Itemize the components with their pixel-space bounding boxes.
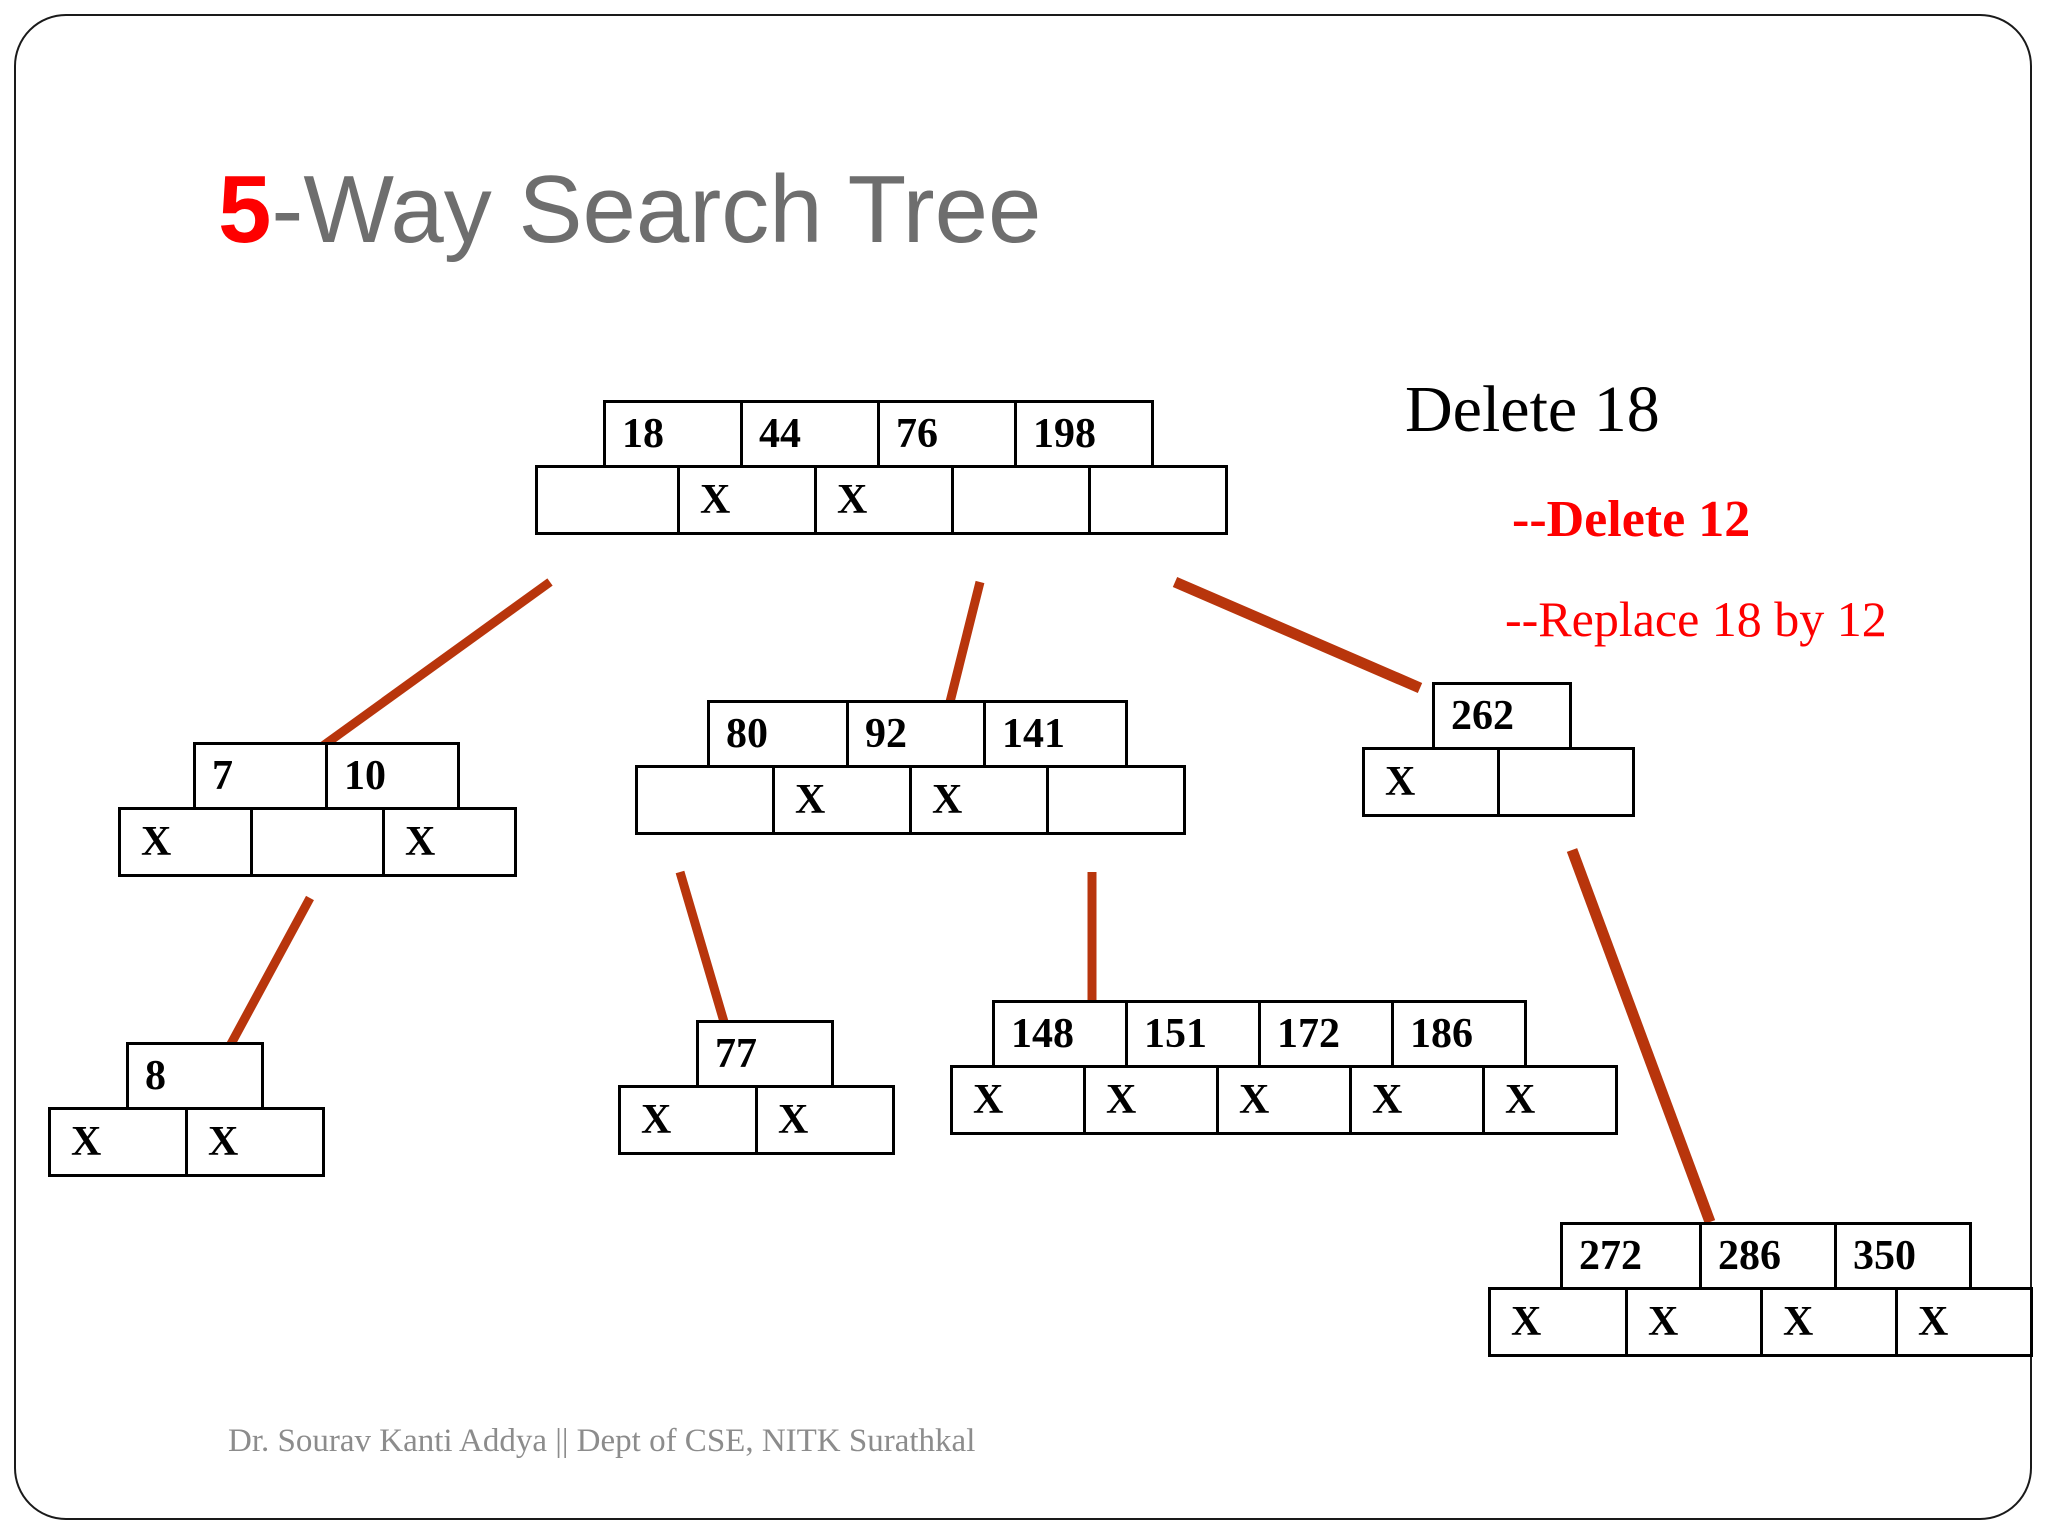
pointer-cell[interactable]: X <box>950 1065 1086 1135</box>
node-keys-row: 272 286 350 <box>1560 1222 2033 1290</box>
pointer-cell[interactable]: X <box>772 765 912 835</box>
annotation-step-replace: --Replace 18 by 12 <box>1505 591 1887 647</box>
footer-attribution: Dr. Sourav Kanti Addya || Dept of CSE, N… <box>228 1423 976 1459</box>
pointer-cell[interactable]: X <box>1488 1287 1628 1357</box>
tree-node-80-92-141[interactable]: 80 92 141 X X <box>635 700 1186 835</box>
pointer-cell[interactable] <box>951 465 1091 535</box>
pointer-cell[interactable]: X <box>1083 1065 1219 1135</box>
node-pointers-row: X X <box>118 807 517 877</box>
pointer-cell[interactable]: X <box>814 465 954 535</box>
pointer-cell[interactable] <box>1497 747 1635 817</box>
pointer-cell[interactable]: X <box>1216 1065 1352 1135</box>
node-pointers-row: X X <box>535 465 1228 535</box>
key-cell[interactable]: 262 <box>1432 682 1572 750</box>
key-cell[interactable]: 350 <box>1834 1222 1972 1290</box>
pointer-cell[interactable] <box>1046 765 1186 835</box>
key-cell[interactable]: 77 <box>696 1020 834 1088</box>
pointer-cell[interactable]: X <box>1625 1287 1763 1357</box>
node-pointers-row: X X <box>48 1107 325 1177</box>
pointer-cell[interactable] <box>535 465 680 535</box>
node-pointers-row: X X X X <box>1488 1287 2033 1357</box>
tree-node-148-151-172-186[interactable]: 148 151 172 186 X X X X X <box>950 1000 1618 1135</box>
title-accent-digit: 5 <box>218 156 272 263</box>
node-keys-row: 18 44 76 198 <box>603 400 1228 468</box>
key-cell[interactable]: 141 <box>983 700 1128 768</box>
tree-node-7-10[interactable]: 7 10 X X <box>118 742 517 877</box>
key-cell[interactable]: 7 <box>193 742 328 810</box>
pointer-cell[interactable]: X <box>755 1085 895 1155</box>
key-cell[interactable]: 148 <box>992 1000 1128 1068</box>
node-pointers-row: X X <box>618 1085 895 1155</box>
key-cell[interactable]: 172 <box>1258 1000 1394 1068</box>
tree-node-77[interactable]: 77 X X <box>618 1020 895 1155</box>
pointer-cell[interactable]: X <box>1482 1065 1618 1135</box>
node-keys-row: 7 10 <box>193 742 517 810</box>
tree-node-272-286-350[interactable]: 272 286 350 X X X X <box>1488 1222 2033 1357</box>
node-keys-row: 80 92 141 <box>707 700 1186 768</box>
pointer-cell[interactable]: X <box>1362 747 1500 817</box>
tree-node-root[interactable]: 18 44 76 198 X X <box>535 400 1228 535</box>
edge-root-to-80-92-141 <box>945 580 985 704</box>
node-keys-row: 8 <box>126 1042 325 1110</box>
pointer-cell[interactable] <box>1088 465 1228 535</box>
key-cell[interactable]: 80 <box>707 700 849 768</box>
pointer-cell[interactable]: X <box>1895 1287 2033 1357</box>
pointer-cell[interactable]: X <box>185 1107 325 1177</box>
pointer-cell[interactable]: X <box>48 1107 188 1177</box>
key-cell[interactable]: 151 <box>1125 1000 1261 1068</box>
key-cell[interactable]: 10 <box>325 742 460 810</box>
key-cell[interactable]: 18 <box>603 400 743 468</box>
edge-80-92-141-to-77 <box>675 870 732 1034</box>
annotation-step-delete-12: --Delete 12 <box>1512 491 1751 548</box>
key-cell[interactable]: 92 <box>846 700 986 768</box>
edge-root-to-262 <box>1172 576 1423 694</box>
pointer-cell[interactable]: X <box>618 1085 758 1155</box>
edge-root-to-7-10 <box>317 578 553 752</box>
annotation-delete-heading: Delete 18 <box>1405 373 1660 446</box>
pointer-cell[interactable]: X <box>1760 1287 1898 1357</box>
title-text: -Way Search Tree <box>271 156 1042 263</box>
key-cell[interactable]: 286 <box>1699 1222 1837 1290</box>
key-cell[interactable]: 8 <box>126 1042 264 1110</box>
pointer-cell[interactable]: X <box>909 765 1049 835</box>
key-cell[interactable]: 44 <box>740 400 880 468</box>
tree-node-262[interactable]: 262 X <box>1362 682 1635 817</box>
node-pointers-row: X <box>1362 747 1635 817</box>
pointer-cell[interactable]: X <box>1349 1065 1485 1135</box>
pointer-cell[interactable] <box>250 807 385 877</box>
key-cell[interactable]: 272 <box>1560 1222 1702 1290</box>
key-cell[interactable]: 76 <box>877 400 1017 468</box>
key-cell[interactable]: 186 <box>1391 1000 1527 1068</box>
node-pointers-row: X X <box>635 765 1186 835</box>
pointer-cell[interactable]: X <box>382 807 517 877</box>
node-keys-row: 148 151 172 186 <box>992 1000 1618 1068</box>
node-pointers-row: X X X X X <box>950 1065 1618 1135</box>
pointer-cell[interactable] <box>635 765 775 835</box>
edge-7-10-to-8 <box>221 895 314 1058</box>
node-keys-row: 262 <box>1432 682 1635 750</box>
node-keys-row: 77 <box>696 1020 895 1088</box>
pointer-cell[interactable]: X <box>677 465 817 535</box>
pointer-cell[interactable]: X <box>118 807 253 877</box>
tree-node-8[interactable]: 8 X X <box>48 1042 325 1177</box>
page-title: 5-Way Search Tree <box>218 159 1041 261</box>
key-cell[interactable]: 198 <box>1014 400 1154 468</box>
